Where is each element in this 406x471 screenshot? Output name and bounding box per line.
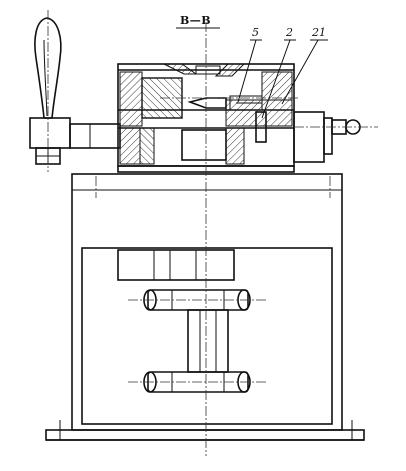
callout-21: 21 bbox=[312, 26, 326, 39]
callout-5: 5 bbox=[252, 26, 259, 39]
machine-frame bbox=[45, 173, 365, 441]
leader-lines bbox=[176, 27, 328, 119]
section-label: B—B bbox=[180, 14, 212, 27]
left-shaft bbox=[69, 123, 121, 149]
hand-lever bbox=[29, 10, 71, 172]
right-shaft bbox=[293, 111, 378, 163]
callout-2: 2 bbox=[286, 26, 293, 39]
upper-shaft bbox=[128, 289, 268, 311]
lower-shaft bbox=[128, 371, 268, 393]
fixture-housing bbox=[117, 63, 300, 167]
vertical-column bbox=[187, 309, 229, 373]
